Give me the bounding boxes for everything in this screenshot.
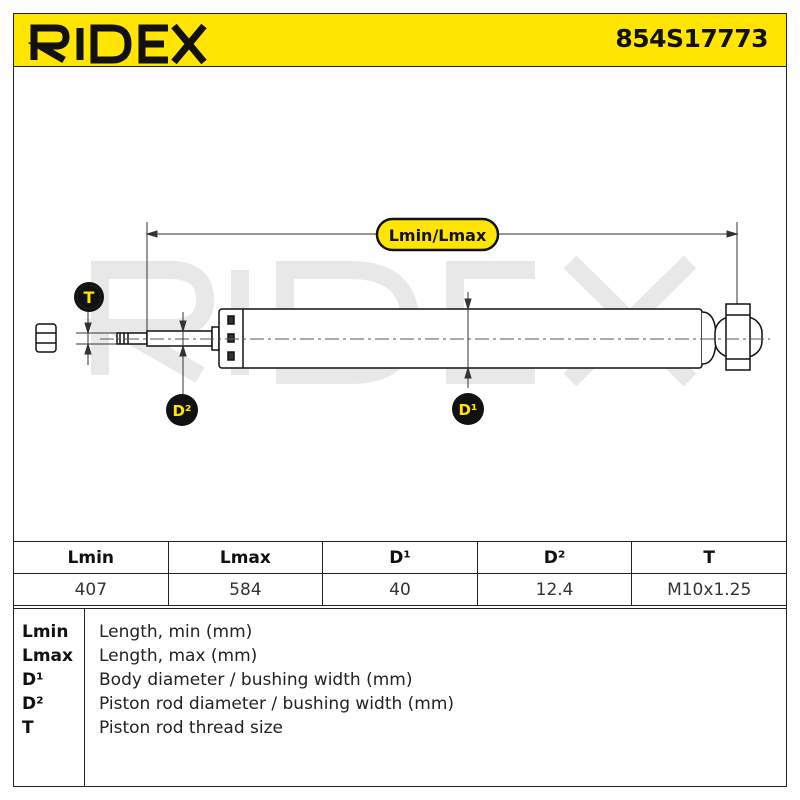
rod-diameter-dimension: [179, 312, 187, 395]
legend-key: Lmax: [22, 646, 73, 666]
legend-key: D²: [22, 694, 44, 714]
thread-callout-label: T: [84, 288, 95, 307]
spec-header-lmax: Lmax: [167, 541, 324, 574]
spec-header-d2: D²: [476, 541, 633, 574]
spec-table: Lmin Lmax D¹ D² T 407 584 40 12.4 M10x1.…: [13, 541, 787, 606]
header-bar: 854S17773: [13, 13, 787, 67]
length-callout: Lmin/Lmax: [375, 217, 500, 252]
thread-callout: T: [74, 282, 104, 312]
nut-icon: [35, 323, 57, 353]
rod-diameter-callout-label: D²: [172, 402, 191, 420]
eye-bushing: [714, 303, 763, 371]
ridex-logo: [28, 23, 207, 64]
legend-divider: [84, 609, 85, 786]
spec-value-d2: 12.4: [476, 573, 633, 606]
spec-header-t: T: [631, 541, 787, 574]
rod-diameter-callout: D²: [166, 394, 198, 426]
body-diameter-dimension: [464, 292, 472, 388]
legend-desc: Piston rod diameter / bushing width (mm): [99, 694, 455, 714]
part-number: 854S17773: [615, 24, 768, 53]
legend-key: Lmin: [22, 622, 69, 642]
body-diameter-callout: D¹: [452, 393, 484, 425]
legend-box: Lmin Length, min (mm) Lmax Length, max (…: [13, 608, 787, 787]
spec-header-row: Lmin Lmax D¹ D² T: [13, 541, 787, 574]
spec-value-lmax: 584: [167, 573, 324, 606]
length-callout-label: Lmin/Lmax: [389, 226, 487, 245]
thread-dimension: [76, 312, 117, 365]
legend-desc: Length, min (mm): [99, 622, 253, 642]
legend-desc: Body diameter / bushing width (mm): [99, 670, 413, 690]
legend-key: T: [22, 718, 34, 738]
legend-desc: Length, max (mm): [99, 646, 258, 666]
spec-value-lmin: 407: [13, 573, 169, 606]
legend-key: D¹: [22, 670, 44, 690]
spec-value-d1: 40: [322, 573, 478, 606]
spec-value-t: M10x1.25: [631, 573, 787, 606]
spec-header-lmin: Lmin: [13, 541, 169, 574]
spec-value-row: 407 584 40 12.4 M10x1.25: [13, 573, 787, 606]
spec-header-d1: D¹: [322, 541, 478, 574]
legend-desc: Piston rod thread size: [99, 718, 284, 738]
body-diameter-callout-label: D¹: [458, 401, 477, 419]
